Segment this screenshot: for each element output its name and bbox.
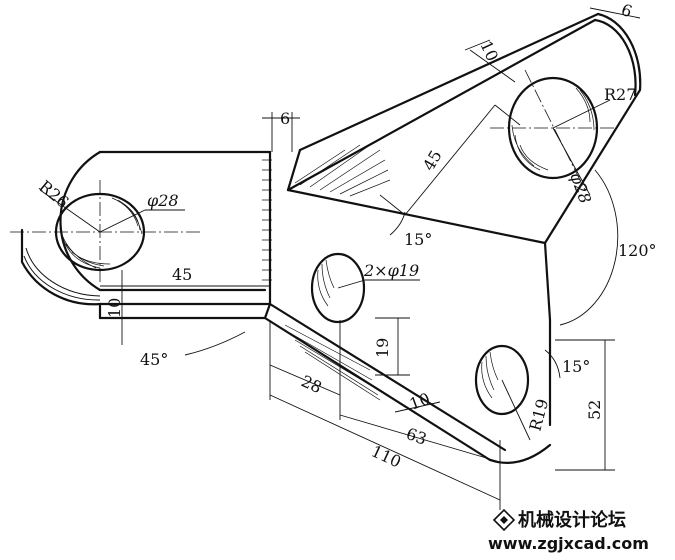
dim-vertex-angle: 120° [618, 241, 657, 260]
dimension-lines [39, 7, 641, 510]
dim-28: 28 [298, 371, 324, 397]
dim-110: 110 [368, 441, 404, 471]
dimension-labels: 6 10 6 R27 φ28 45 15° 120° R26 φ28 45 10… [35, 0, 656, 472]
watermark-title: 机械设计论坛 [518, 509, 626, 531]
watermark-logo-icon [492, 508, 516, 532]
dim-left-thickness: 10 [105, 298, 124, 318]
watermark-url: www.zgjxcad.com [488, 534, 649, 553]
dim-left-length: 45 [172, 265, 192, 284]
dim-lower-angle: 15° [562, 357, 590, 376]
plate-holes [310, 252, 530, 416]
main-plate [98, 150, 552, 464]
dim-63: 63 [404, 424, 430, 449]
dim-hole-spacing: 19 [373, 338, 392, 358]
dim-height: 52 [585, 400, 604, 420]
dim-upper-hole-radius: R27 [604, 85, 636, 104]
left-lug [10, 150, 272, 306]
dim-rib-angle: 15° [404, 230, 432, 249]
dim-bend-angle: 45° [140, 350, 168, 369]
upper-arm [286, 12, 642, 245]
dim-center-holes: 2×φ19 [363, 261, 419, 280]
dim-left-tab-thickness: 6 [280, 109, 290, 128]
dim-left-hole-dia: φ28 [147, 191, 179, 210]
dim-tab-thickness-top: 6 [619, 0, 635, 21]
dim-lower-radius: R19 [526, 397, 553, 433]
watermark: 机械设计论坛 www.zgjxcad.com [488, 508, 649, 553]
